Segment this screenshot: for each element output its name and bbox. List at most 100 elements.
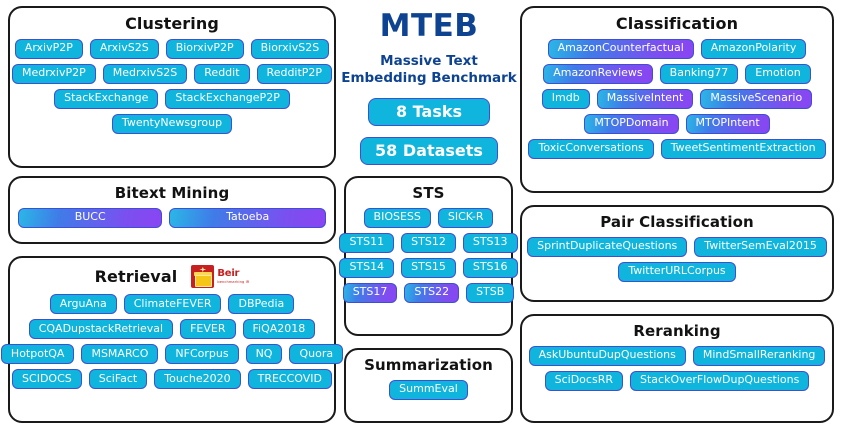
stat-badge-datasets: 58 Datasets xyxy=(360,136,498,165)
brand-subtitle: Massive Text Embedding Benchmark xyxy=(341,53,517,87)
dataset-pill[interactable]: Banking77 xyxy=(659,63,739,84)
dataset-pill[interactable]: BUCC xyxy=(18,207,163,228)
pill-row: BUCC Tatoeba xyxy=(18,207,326,228)
panel-title-reranking: Reranking xyxy=(633,322,721,340)
pill-row: CQADupstackRetrieval FEVER FiQA2018 xyxy=(18,319,326,339)
pill-row: TwitterURLCorpus xyxy=(530,261,824,282)
dataset-pill[interactable]: BiorxivS2S xyxy=(250,38,330,59)
dataset-pill[interactable]: RedditP2P xyxy=(256,63,333,84)
dataset-pill[interactable]: BIOSESS xyxy=(363,207,431,228)
dataset-pill[interactable]: MTOPDomain xyxy=(584,113,679,134)
panel-title-retrieval: Retrieval xyxy=(94,266,178,286)
dataset-pill[interactable]: DBPedia xyxy=(228,294,295,314)
dataset-pill[interactable]: MTOPIntent xyxy=(685,113,770,134)
dataset-pill[interactable]: SICK-R xyxy=(437,207,494,228)
pill-rows-bitext-mining: BUCC Tatoeba xyxy=(18,207,326,228)
dataset-pill[interactable]: SCIDOCS xyxy=(12,369,82,389)
pill-row: ArguAna ClimateFEVER DBPedia xyxy=(18,294,326,314)
pill-row: MTOPDomain MTOPIntent xyxy=(530,113,824,134)
page-title: MTEB xyxy=(379,8,479,44)
dataset-pill[interactable]: ClimateFEVER xyxy=(123,294,222,314)
brand-subtitle-line2: Embedding Benchmark xyxy=(341,69,517,86)
panel-summarization: Summarization SummEval xyxy=(344,348,513,423)
dataset-pill[interactable]: SciFact xyxy=(88,369,148,389)
dataset-pill[interactable]: STS13 xyxy=(462,232,518,253)
dataset-pill[interactable]: STS15 xyxy=(401,257,456,278)
pill-row: AskUbuntuDupQuestions MindSmallReranking xyxy=(528,345,826,366)
dataset-pill[interactable]: AmazonPolarity xyxy=(700,38,807,59)
pill-row: TwentyNewsgroup xyxy=(18,113,326,134)
panel-title-pair-classification: Pair Classification xyxy=(600,213,754,231)
dataset-pill[interactable]: MindSmallReranking xyxy=(692,345,826,366)
beir-logo: Beir benchmarking IR xyxy=(191,265,249,288)
dataset-pill[interactable]: NFCorpus xyxy=(165,344,239,364)
dataset-pill[interactable]: MSMARCO xyxy=(81,344,159,364)
brand-subtitle-line1: Massive Text xyxy=(380,53,478,69)
dataset-pill[interactable]: Quora xyxy=(289,344,344,364)
dataset-pill[interactable]: STS14 xyxy=(339,257,395,278)
dataset-pill[interactable]: ToxicConversations xyxy=(528,138,654,159)
dataset-pill[interactable]: Reddit xyxy=(194,63,250,84)
dataset-pill[interactable]: AmazonReviews xyxy=(543,63,653,84)
dataset-pill[interactable]: ArguAna xyxy=(49,294,117,314)
panel-clustering: Clustering ArxivP2P ArxivS2S BiorxivP2P Bio… xyxy=(8,6,336,168)
dataset-pill[interactable]: Imdb xyxy=(541,88,590,109)
pill-row: SciDocsRR StackOverFlowDupQuestions xyxy=(530,370,824,391)
dataset-pill[interactable]: ArxivS2S xyxy=(89,38,159,59)
panel-title-clustering: Clustering xyxy=(125,14,219,33)
dataset-pill[interactable]: CQADupstackRetrieval xyxy=(28,319,174,339)
dataset-pill[interactable]: STSB xyxy=(466,282,515,303)
dataset-pill[interactable]: MedrxivS2S xyxy=(102,63,188,84)
pill-row: STS14 STS15 STS16 xyxy=(339,257,518,278)
panel-title-summarization: Summarization xyxy=(364,356,493,374)
pill-row: ArxivP2P ArxivS2S BiorxivP2P BiorxivS2S xyxy=(14,38,330,59)
pill-rows-summarization: SummEval xyxy=(354,379,503,400)
panel-retrieval: Retrieval Beir benchmarking IR ArguAna Cl… xyxy=(0,256,344,423)
dataset-pill[interactable]: HotpotQA xyxy=(0,344,75,364)
dataset-pill[interactable]: MedrxivP2P xyxy=(11,63,96,84)
pill-row: SummEval xyxy=(354,379,503,400)
dataset-pill[interactable]: TwentyNewsgroup xyxy=(111,113,233,134)
dataset-pill[interactable]: STS12 xyxy=(401,232,456,253)
dataset-pill[interactable]: SciDocsRR xyxy=(544,370,623,391)
dataset-pill[interactable]: STS17 xyxy=(342,282,398,303)
dataset-pill[interactable]: TwitterSemEval2015 xyxy=(694,236,827,257)
dataset-pill[interactable]: STS11 xyxy=(339,232,395,253)
dataset-pill[interactable]: TwitterURLCorpus xyxy=(618,261,736,282)
pill-rows-clustering: ArxivP2P ArxivS2S BiorxivP2P BiorxivS2S Medr… xyxy=(11,38,333,134)
dataset-pill[interactable]: FiQA2018 xyxy=(242,319,316,339)
dataset-pill[interactable]: StackExchange xyxy=(54,88,159,109)
dataset-pill[interactable]: STS22 xyxy=(404,282,460,303)
dataset-pill[interactable]: FEVER xyxy=(180,319,236,339)
dataset-pill[interactable]: TRECCOVID xyxy=(247,369,332,389)
dataset-pill[interactable]: STS16 xyxy=(462,257,518,278)
dataset-pill[interactable]: Tatoeba xyxy=(169,207,326,228)
dataset-pill[interactable]: BiorxivP2P xyxy=(165,38,244,59)
pill-row: STS11 STS12 STS13 xyxy=(339,232,518,253)
dataset-pill[interactable]: SprintDuplicateQuestions xyxy=(527,236,688,257)
pill-row: ToxicConversations TweetSentimentExtracti… xyxy=(528,138,826,159)
dataset-pill[interactable]: TweetSentimentExtraction xyxy=(660,138,826,159)
dataset-pill[interactable]: Emotion xyxy=(745,63,811,84)
dataset-pill[interactable]: MassiveScenario xyxy=(700,88,813,109)
dataset-pill[interactable]: SummEval xyxy=(389,379,468,400)
dataset-pill[interactable]: MassiveIntent xyxy=(596,88,694,109)
dataset-pill[interactable]: StackExchangeP2P xyxy=(165,88,290,109)
gift-icon xyxy=(191,265,215,288)
beir-logo-name: Beir xyxy=(217,267,240,279)
dataset-pill[interactable]: ArxivP2P xyxy=(14,38,83,59)
panel-title-sts: STS xyxy=(412,184,445,202)
dataset-pill[interactable]: Touche2020 xyxy=(154,369,241,389)
dataset-pill[interactable]: AmazonCounterfactual xyxy=(547,38,694,59)
dataset-pill[interactable]: AskUbuntuDupQuestions xyxy=(528,345,686,366)
dataset-pill[interactable]: NQ xyxy=(245,344,283,364)
panel-pair-classification: Pair Classification SprintDuplicateQuest… xyxy=(520,205,834,302)
dataset-pill[interactable]: StackOverFlowDupQuestions xyxy=(629,370,810,391)
